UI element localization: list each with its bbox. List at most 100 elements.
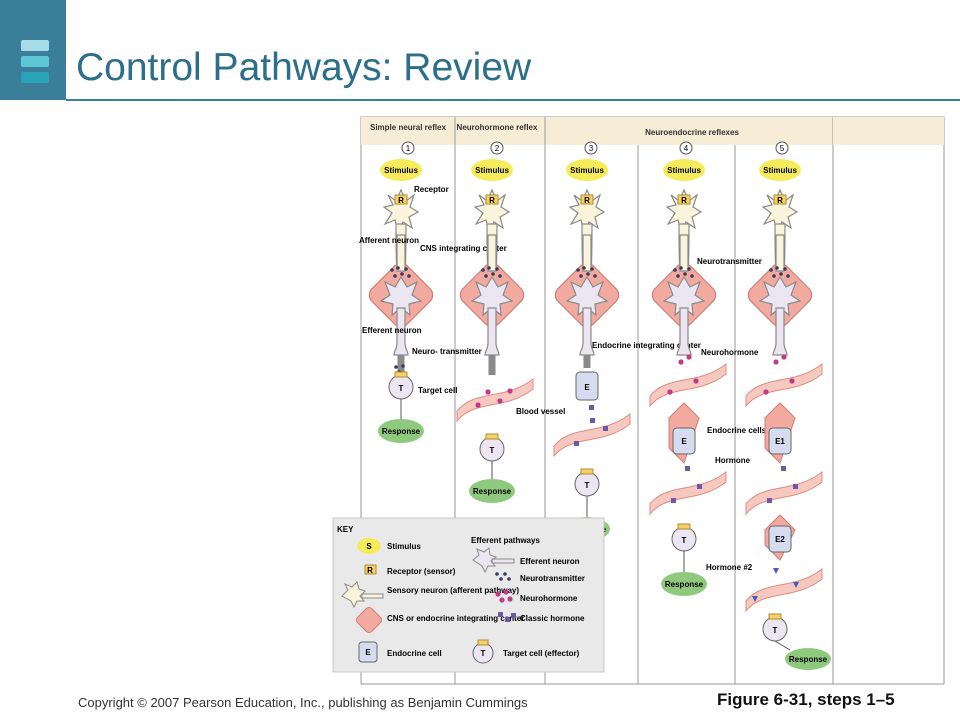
step-number-3: 3 [584,141,598,155]
stimulus-node [663,159,705,181]
endocrine-cell-2-icon [768,525,792,553]
target-letter: T [773,626,778,635]
response-node [661,572,707,596]
response-node [785,648,831,670]
stimulus-node [566,159,608,181]
receptor-letter: R [489,196,495,205]
slide-title: Control Pathways: Review [76,46,532,89]
key-receptor-label: Receptor (sensor) [387,567,456,576]
table-header-band [361,117,833,145]
endocrine-cell-icon [575,371,599,401]
endocrine-cell-icon [672,427,696,455]
stimulus-label: Stimulus [475,166,509,175]
endocrine-letter: E [681,437,687,446]
key-efferent-neuron-label: Efferent neuron [520,557,580,566]
key-endocrine-label: Endocrine cell [387,649,442,658]
step-number-5: 5 [775,141,789,155]
stimulus-label: Stimulus [384,166,418,175]
response-label: Response [382,427,421,436]
svg-text:3: 3 [589,144,594,153]
target-letter: T [399,384,404,393]
svg-text:4: 4 [684,144,689,153]
response-node [378,419,424,443]
pathway-5: Stimulus R E1 E2 T Response Hormone #2 [706,159,831,670]
target-letter: T [585,481,590,490]
column-header-345: Neuroendocrine reflexes [645,128,739,137]
response-node [469,479,515,503]
blood-vessel-label: Blood vessel [516,407,565,416]
key-sensory-neuron-icon [341,581,384,609]
key-neurotransmitter-icon [495,572,511,581]
key-target-label: Target cell (effector) [503,649,580,658]
key-stimulus-letter: S [366,542,372,551]
endocrine-cell-1-icon [768,427,792,455]
slide-header: Control Pathways: Review [0,0,960,100]
key-efferent-neuron-icon [472,547,515,574]
receptor-icon [580,194,594,205]
column-header-1: Simple neural reflex [370,123,447,132]
pathway-2: Stimulus R T Response Blood vessel [456,159,565,503]
neurotransmitter-label: Neuro- transmitter [412,347,482,356]
endocrine-cells-label: Endocrine cells [707,426,767,435]
neurohormone-label: Neurohormone [701,348,759,357]
key-stimulus-label: Stimulus [387,542,421,551]
key-neurotransmitter-label: Neurotransmitter [520,574,585,583]
logo-block [0,0,66,100]
side-panel-band [833,117,944,145]
receptor-letter: R [777,196,783,205]
key-classic-hormone-icon [498,612,516,622]
logo-bar-icon [21,40,49,51]
key-box: KEY S Stimulus R Receptor (sensor) Senso… [332,517,605,673]
receptor-icon [485,194,499,205]
svg-text:1: 1 [406,144,411,153]
key-cns-icon [356,607,382,633]
receptor-letter: R [681,196,687,205]
target-cell-label: Target cell [418,386,457,395]
target-letter: T [682,536,687,545]
hormone2-label: Hormone #2 [706,563,753,572]
e1-letter: E1 [775,437,785,446]
key-cns-label: CNS or endocrine integrating center [387,614,524,623]
stimulus-node [380,159,422,181]
stimulus-label: Stimulus [763,166,797,175]
logo-bar-icon [21,56,49,67]
key-sensory-label: Sensory neuron (afferent pathway) [387,586,519,595]
step-number-2: 2 [490,141,504,155]
key-title: KEY [337,525,354,534]
key-stimulus-icon [357,538,381,554]
svg-text:2: 2 [495,144,500,153]
afferent-neuron-label: Afferent neuron [359,236,419,245]
key-receptor-letter: R [367,566,373,575]
receptor-icon [773,194,787,205]
stimulus-label: Stimulus [667,166,701,175]
response-label: Response [665,580,704,589]
key-endocrine-icon [358,641,378,663]
stimulus-label: Stimulus [570,166,604,175]
key-receptor-icon [364,564,377,575]
copyright-text: Copyright © 2007 Pearson Education, Inc.… [78,695,528,710]
key-neurohormone-label: Neurohormone [520,594,578,603]
endocrine-letter: E [584,383,590,392]
header-divider [66,99,960,101]
stimulus-node [471,159,513,181]
key-target-letter: T [481,649,486,658]
step-number-1: 1 [401,141,415,155]
side-panel [832,116,945,685]
key-classic-hormone-label: Classic hormone [520,614,585,623]
figure-caption: Figure 6-31, steps 1–5 [717,690,895,709]
receptor-icon [677,194,691,205]
stimulus-node [759,159,801,181]
efferent-neuron-label: Efferent neuron [362,326,422,335]
receptor-letter: R [398,196,404,205]
e2-letter: E2 [775,535,785,544]
key-endocrine-letter: E [365,648,371,657]
key-efferent-pathways-label: Efferent pathways [471,536,540,545]
step-number-4: 4 [679,141,693,155]
endocrine-integrating-label: Endocrine integrating center [592,341,701,350]
neurotransmitter-label: Neurotransmitter [697,257,762,266]
receptor-label: Receptor [414,185,449,194]
column-header-2: Neurohormone reflex [457,123,538,132]
key-neurohormone-icon [495,589,513,603]
hormone-label: Hormone [715,456,751,465]
